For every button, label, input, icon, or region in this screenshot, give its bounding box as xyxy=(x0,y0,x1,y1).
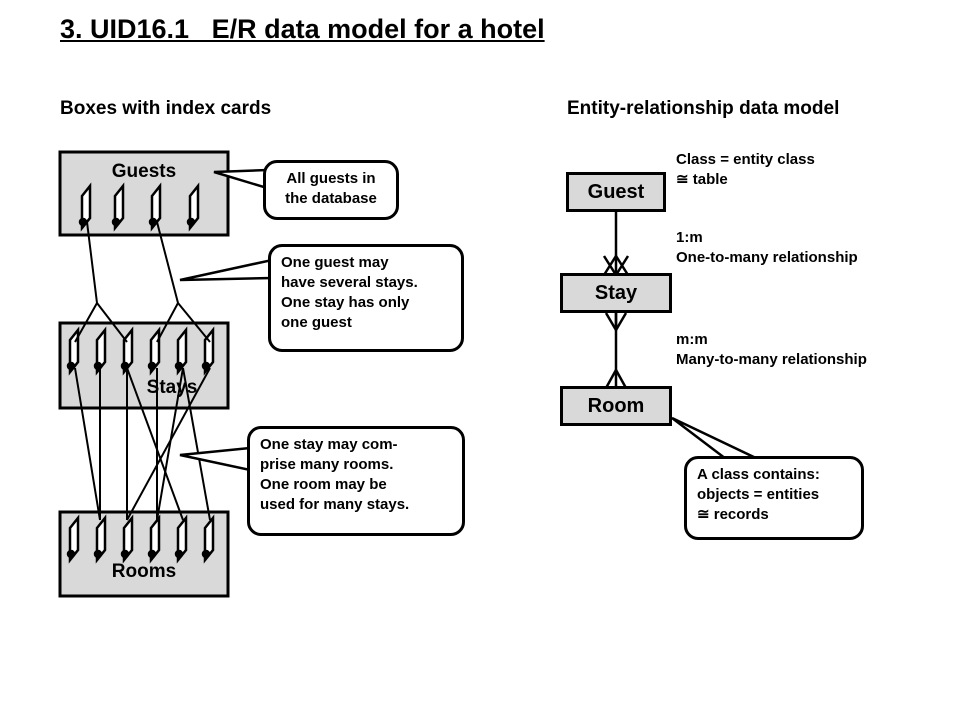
callout-line: ≅ records xyxy=(697,506,769,523)
room-card-dot xyxy=(201,549,211,559)
callout-line: One guest may xyxy=(281,254,389,271)
index-cards xyxy=(66,182,215,564)
room-card xyxy=(95,514,107,564)
stay-card-dot xyxy=(93,361,103,371)
callout-line: prise many rooms. xyxy=(260,456,394,473)
entity-room: Room xyxy=(560,386,672,426)
rooms-box-label: Rooms xyxy=(112,561,176,582)
guest-card-dot xyxy=(111,217,121,227)
callout-line: A class contains: xyxy=(697,466,820,483)
room-card-dot xyxy=(147,549,157,559)
guest-card-dot xyxy=(78,217,88,227)
note-line: One-to-many relationship xyxy=(676,249,858,266)
callout-line: one guest xyxy=(281,314,352,331)
room-card-dot xyxy=(93,549,103,559)
note-line: 1:m xyxy=(676,229,703,246)
entity-guest: Guest xyxy=(566,172,666,212)
callout-line: One stay has only xyxy=(281,294,410,311)
right-heading: Entity-relationship data model xyxy=(567,98,840,119)
room-card xyxy=(122,514,134,564)
note-class: Class = entity class ≅ table xyxy=(676,150,815,190)
note-line: ≅ table xyxy=(676,171,728,188)
guest-card-dot xyxy=(186,217,196,227)
callout-all-guests: All guests in the database xyxy=(263,160,399,220)
room-card xyxy=(176,514,188,564)
callout-line: One stay may com- xyxy=(260,436,398,453)
room-card-dot xyxy=(66,549,76,559)
entity-stay-label: Stay xyxy=(594,281,638,304)
callout-guest-stays: One guest may have several stays. One st… xyxy=(268,244,464,352)
room-card-dot xyxy=(120,549,130,559)
note-line: m:m xyxy=(676,331,708,348)
guests-box-label: Guests xyxy=(112,161,176,182)
callout-line: the database xyxy=(285,190,377,207)
note-many-to-many: m:m Many-to-many relationship xyxy=(676,330,867,370)
guest-card xyxy=(113,182,125,232)
stay-card-dot xyxy=(201,361,211,371)
entity-room-label: Room xyxy=(587,394,645,417)
room-card-dot xyxy=(174,549,184,559)
guest-card xyxy=(150,182,162,232)
entity-guest-label: Guest xyxy=(587,180,645,203)
stay-card-dot xyxy=(147,361,157,371)
stay-card xyxy=(176,326,188,376)
connection-lines xyxy=(74,221,211,521)
stays-box-label: Stays xyxy=(147,377,198,398)
left-heading: Boxes with index cards xyxy=(60,98,272,119)
callout-line: have several stays. xyxy=(281,274,418,291)
stay-card xyxy=(203,326,215,376)
stay-card xyxy=(95,326,107,376)
note-one-to-many: 1:m One-to-many relationship xyxy=(676,228,858,268)
callout-line: One room may be xyxy=(260,476,387,493)
room-card xyxy=(68,514,80,564)
room-card xyxy=(203,514,215,564)
callout-line: objects = entities xyxy=(697,486,820,503)
page-title: 3. UID16.1 E/R data model for a hotel xyxy=(60,14,545,44)
guest-card xyxy=(80,182,92,232)
guest-card-dot xyxy=(148,217,158,227)
callout-class-contains: A class contains: objects = entities ≅ r… xyxy=(684,456,864,540)
note-line: Class = entity class xyxy=(676,151,815,168)
stay-card-dot xyxy=(66,361,76,371)
callout-line: All guests in xyxy=(286,170,376,187)
entity-stay: Stay xyxy=(560,273,672,313)
room-card xyxy=(149,514,161,564)
note-line: Many-to-many relationship xyxy=(676,351,867,368)
stays-box xyxy=(58,321,230,410)
guest-card xyxy=(188,182,200,232)
stay-card-dot xyxy=(174,361,184,371)
stay-card-dot xyxy=(120,361,130,371)
rooms-box xyxy=(58,510,230,598)
callout-stay-rooms: One stay may com- prise many rooms. One … xyxy=(247,426,465,536)
callout-line: used for many stays. xyxy=(260,496,410,513)
